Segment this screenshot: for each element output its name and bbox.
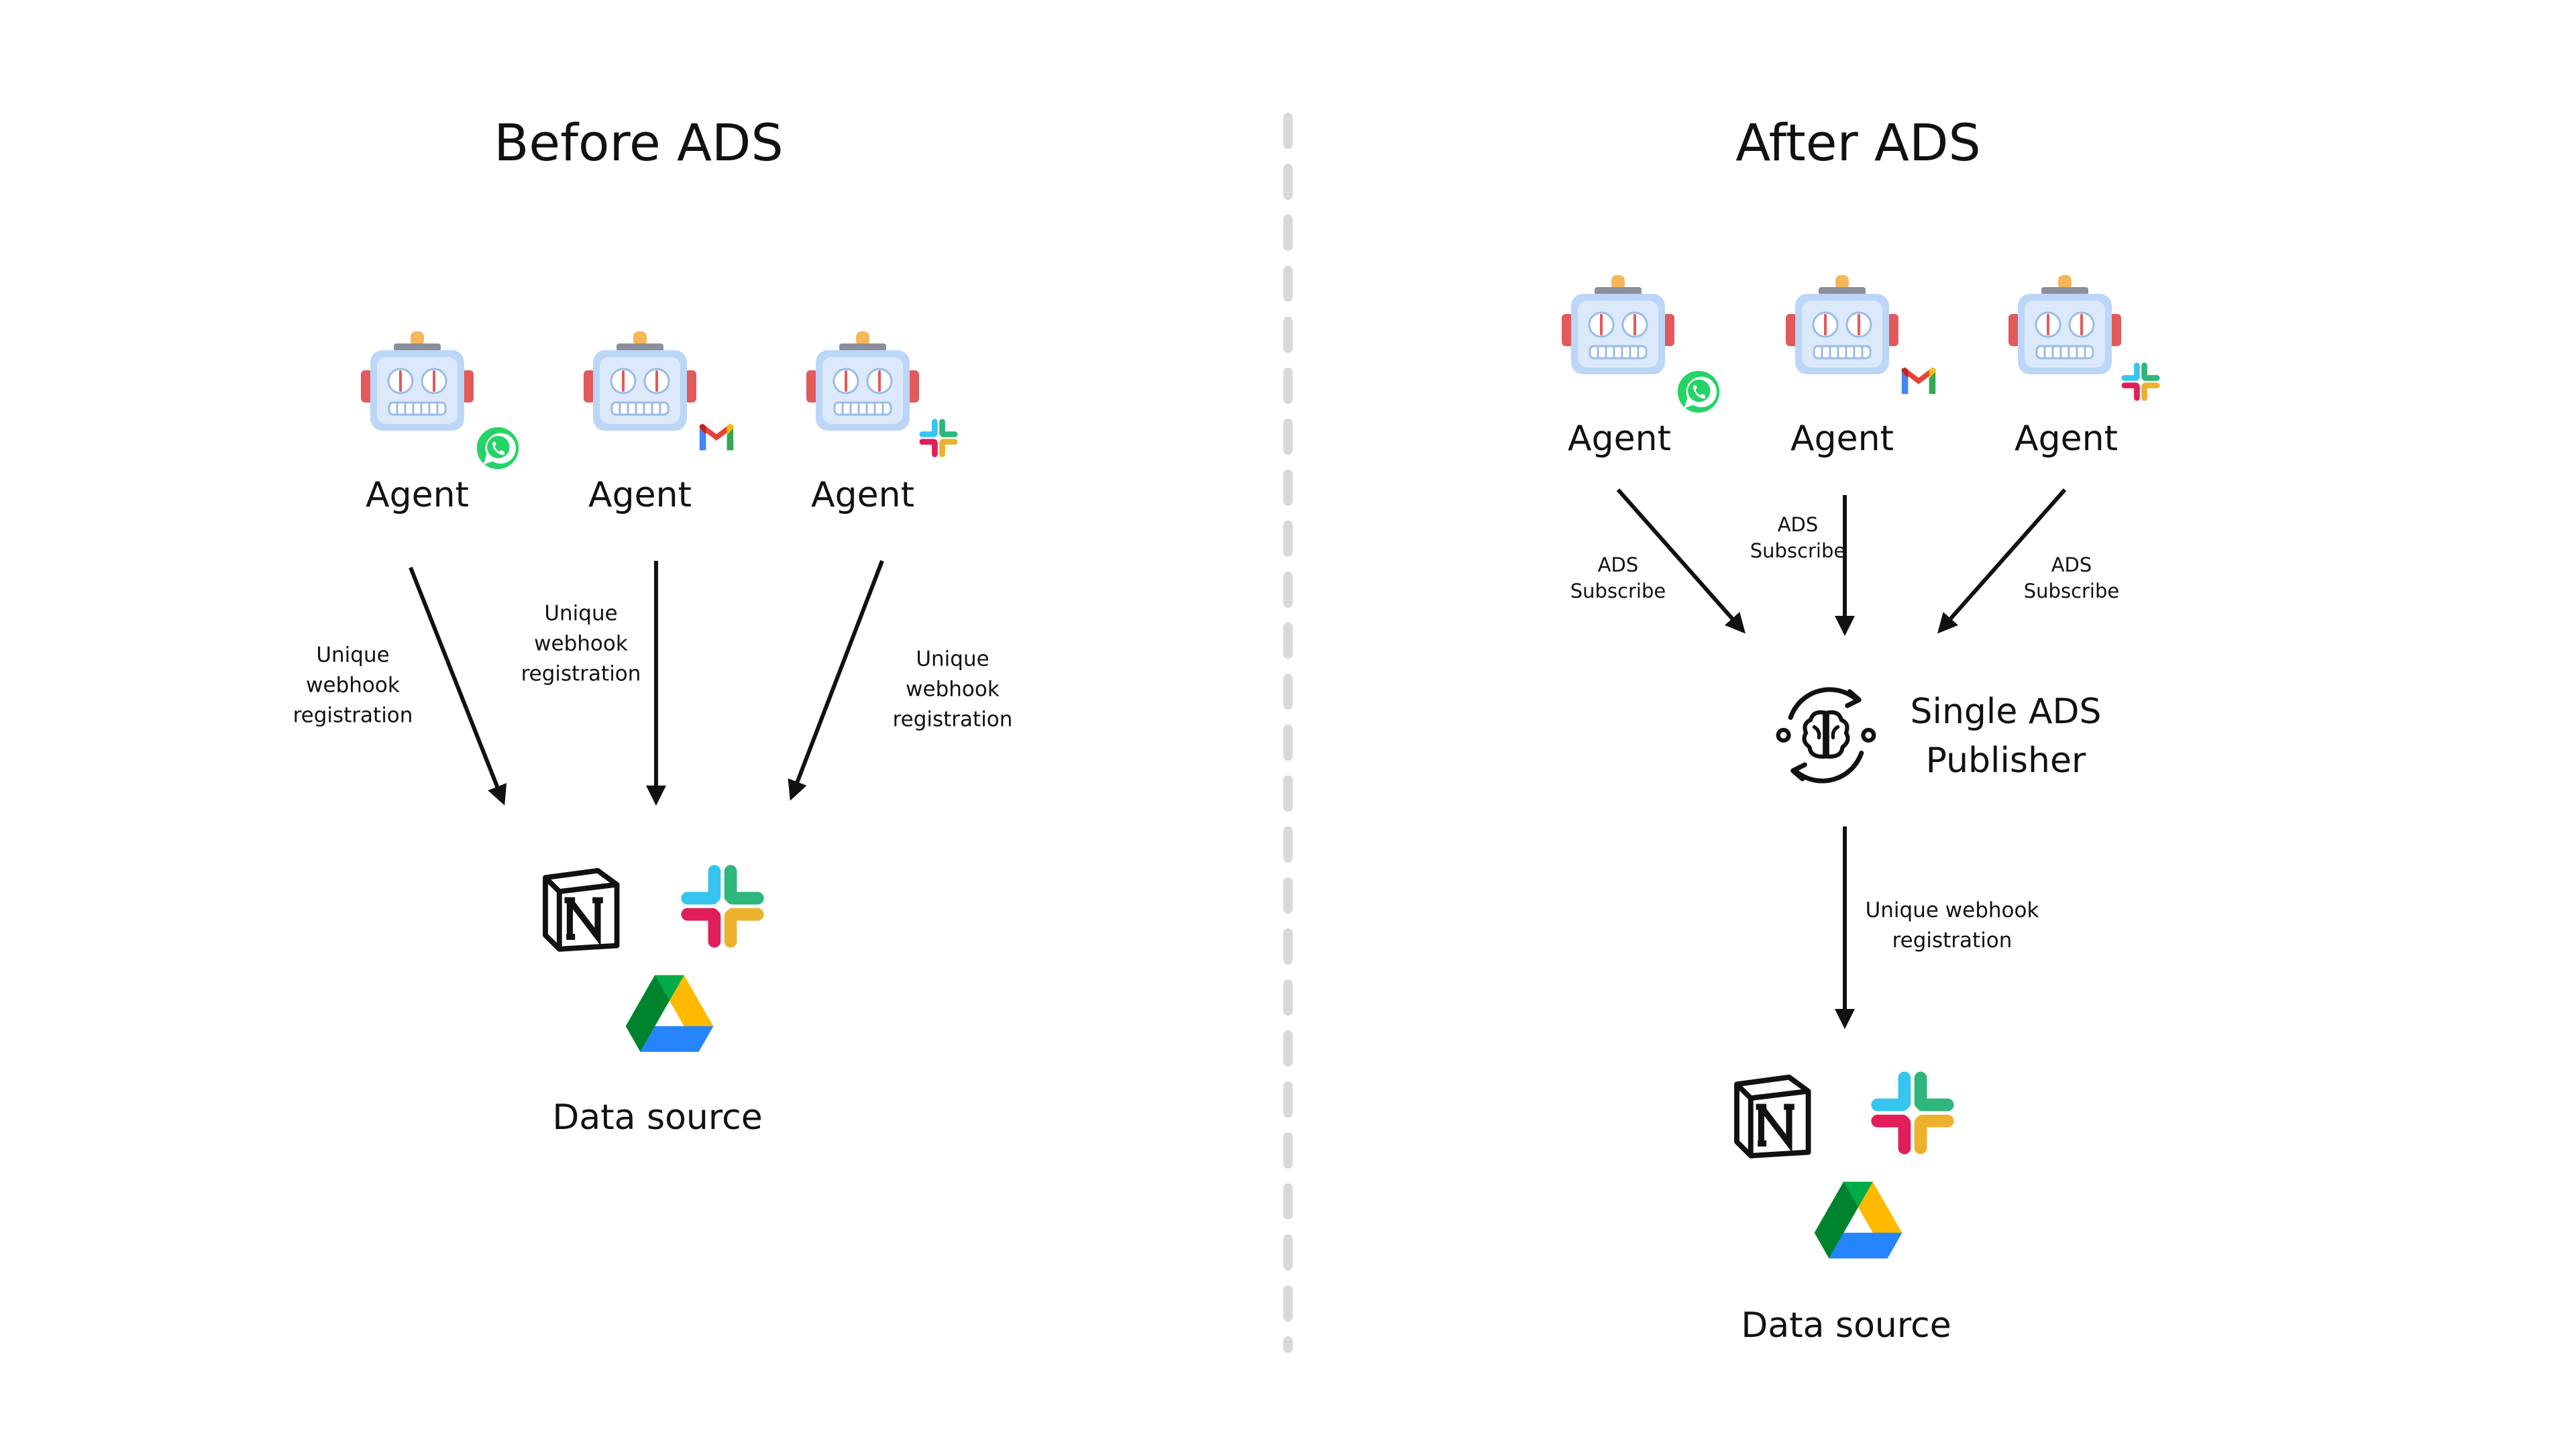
- robot-icon: [357, 322, 478, 443]
- brain-sync-icon: [1767, 676, 1885, 794]
- after-arrow-1: [1616, 488, 1746, 634]
- gmail-icon: [1898, 365, 1939, 397]
- slack-icon: [678, 861, 767, 951]
- before-agent-label-3: Agent: [811, 475, 914, 515]
- after-agent-label-2: Agent: [1790, 419, 1894, 459]
- slack-icon: [2120, 361, 2161, 402]
- robot-icon: [2004, 266, 2125, 386]
- after-agent-label-3: Agent: [2015, 419, 2118, 459]
- gmail-icon: [696, 421, 737, 453]
- robot-icon: [1782, 266, 1902, 386]
- notion-icon: [1728, 1072, 1815, 1159]
- before-arrow-1: [409, 566, 507, 806]
- slack-icon: [1868, 1068, 1957, 1158]
- robot-icon: [802, 322, 923, 443]
- robot-icon: [580, 322, 700, 443]
- after-agent-label-1: Agent: [1568, 419, 1671, 459]
- after-arrow-3: [1937, 488, 2067, 634]
- before-data-source-label: Data source: [552, 1097, 763, 1138]
- google-drive-icon: [624, 971, 715, 1052]
- google-drive-icon: [1813, 1178, 1904, 1258]
- before-agent-label-1: Agent: [366, 475, 469, 515]
- whatsapp-icon: [1673, 366, 1724, 417]
- after-data-source-label: Data source: [1741, 1305, 1951, 1346]
- before-agent-label-2: Agent: [588, 475, 692, 515]
- before-title: Before ADS: [494, 113, 784, 172]
- after-title: After ADS: [1735, 113, 1981, 172]
- slack-icon: [918, 417, 959, 459]
- whatsapp-icon: [472, 423, 523, 474]
- notion-icon: [537, 865, 624, 953]
- before-arrow-3: [788, 559, 884, 801]
- robot-icon: [1558, 266, 1678, 386]
